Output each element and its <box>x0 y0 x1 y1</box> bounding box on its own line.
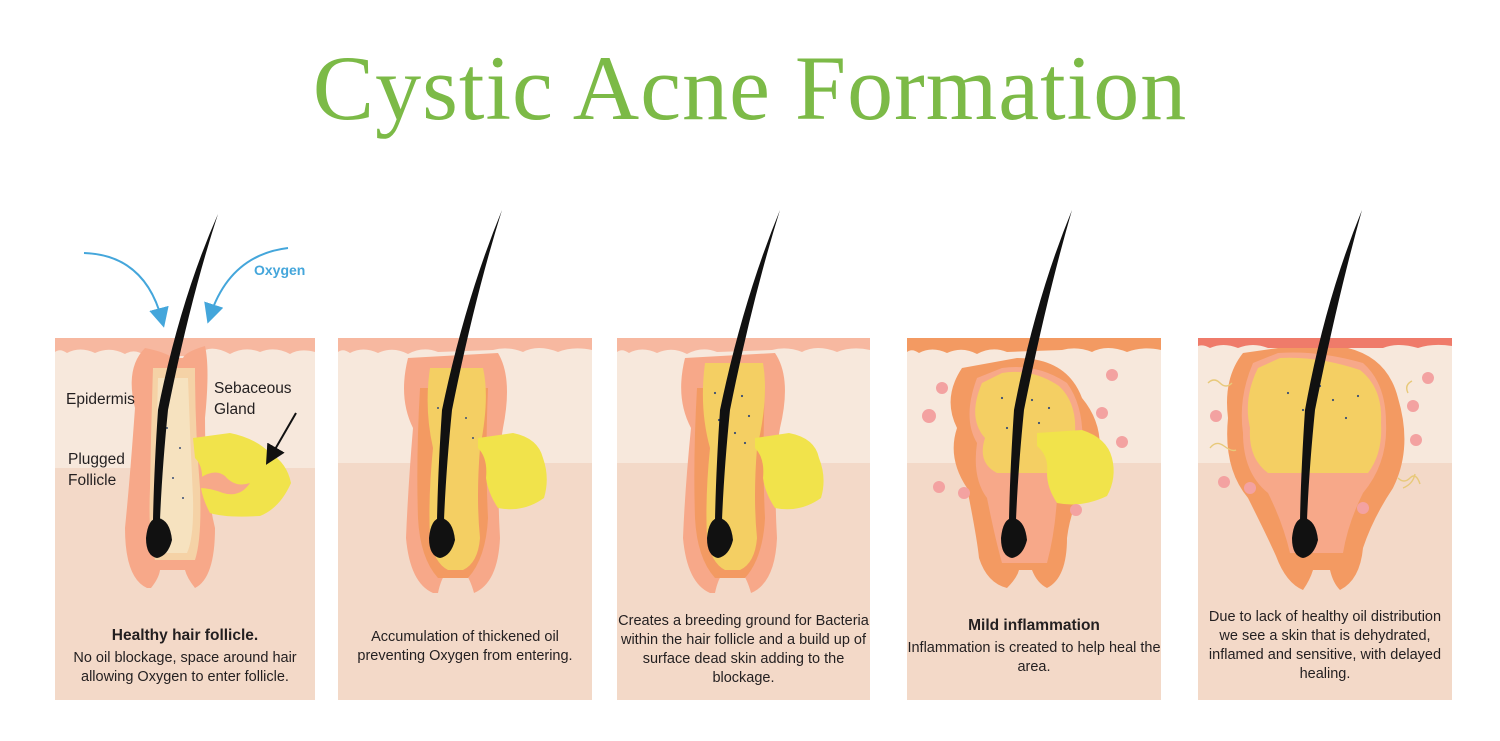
caption-panel-3: Creates a breeding ground for Bacteria w… <box>617 612 870 688</box>
sebaceous-gland-label: Sebaceous Gland <box>214 380 292 418</box>
epidermis-label: Epidermis <box>66 391 135 408</box>
caption-panel-4: Mild inflammation Inflammation is create… <box>907 616 1161 677</box>
oxygen-arrow-left <box>83 252 169 328</box>
oxygen-label: Oxygen <box>254 262 306 278</box>
panel-oil-accumulation: Accumulation of thickened oil preventing… <box>338 338 592 700</box>
caption-text: Due to lack of healthy oil distribution … <box>1208 609 1442 682</box>
caption-text: Creates a breeding ground for Bacteria w… <box>618 613 869 686</box>
caption-panel-2: Accumulation of thickened oil preventing… <box>338 628 592 666</box>
caption-heading: Healthy hair follicle. <box>111 627 259 644</box>
page-title: Cystic Acne Formation <box>312 37 1188 139</box>
caption-panel-1: Healthy hair follicle. No oil blockage, … <box>55 626 315 687</box>
caption-text: No oil blockage, space around hair allow… <box>73 650 297 685</box>
panel-bacteria-breeding: Creates a breeding ground for Bacteria w… <box>617 338 870 700</box>
panel-mild-inflammation: Mild inflammation Inflammation is create… <box>907 338 1161 700</box>
plugged-follicle-label: Plugged Follicle <box>68 451 125 489</box>
caption-text: Accumulation of thickened oil preventing… <box>357 629 573 664</box>
oxygen-arrow-right <box>204 247 289 324</box>
panel-cystic-acne: Due to lack of healthy oil distribution … <box>1198 338 1452 700</box>
caption-text: Inflammation is created to help heal the… <box>907 640 1161 675</box>
caption-panel-5: Due to lack of healthy oil distribution … <box>1198 608 1452 684</box>
caption-heading: Mild inflammation <box>968 617 1100 634</box>
